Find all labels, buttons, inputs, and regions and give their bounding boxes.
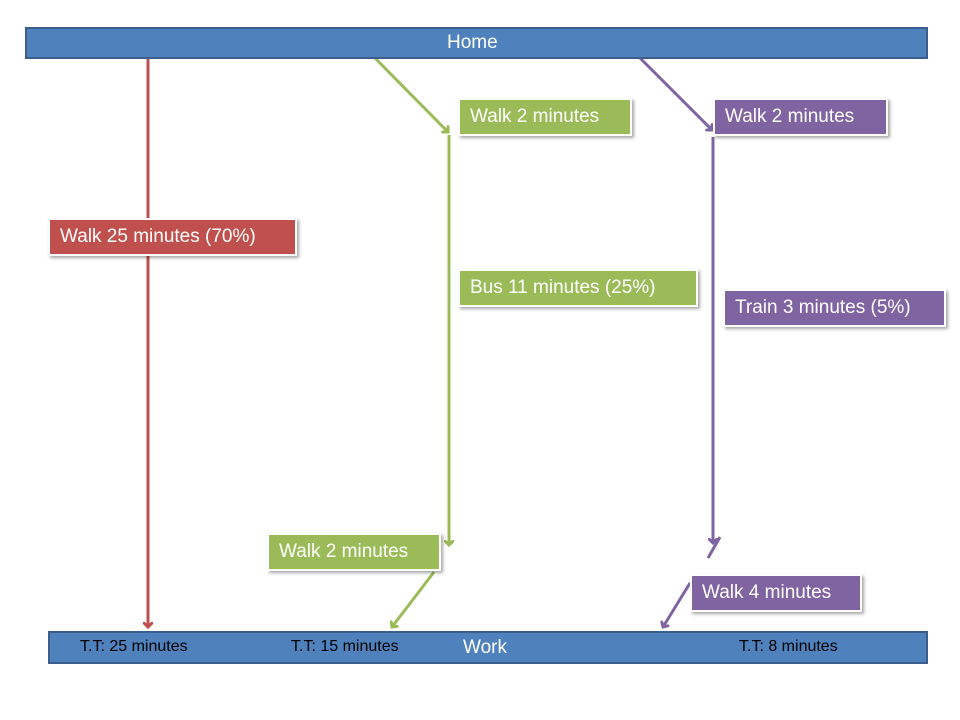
train-walk-from-station-label: Walk 4 minutes bbox=[690, 574, 862, 612]
bus-walk-to-stop-arrow bbox=[373, 56, 448, 132]
bus-walk-to-stop-label: Walk 2 minutes bbox=[458, 98, 632, 136]
train-walk-to-station-arrow bbox=[638, 56, 712, 130]
train-walk-from-station-arrow bbox=[663, 582, 692, 627]
bus-walk-from-stop-arrow bbox=[392, 571, 436, 627]
walk-route-label: Walk 25 minutes (70%) bbox=[48, 218, 297, 256]
bus-ride-label: Bus 11 minutes (25%) bbox=[458, 269, 698, 307]
train-walk-from-station-arrow-upper bbox=[706, 536, 722, 559]
train-ride-label: Train 3 minutes (5%) bbox=[723, 289, 946, 327]
home-bar: Home bbox=[25, 27, 928, 59]
walk-total-time: T.T: 25 minutes bbox=[80, 638, 188, 655]
train-walk-to-station-label: Walk 2 minutes bbox=[713, 98, 888, 136]
train-total-time: T.T: 8 minutes bbox=[739, 638, 838, 655]
work-bar: T.T: 25 minutes T.T: 15 minutes Work T.T… bbox=[48, 631, 928, 664]
bus-walk-from-stop-label: Walk 2 minutes bbox=[267, 533, 441, 571]
work-label: Work bbox=[463, 636, 507, 658]
home-label: Home bbox=[447, 32, 498, 53]
bus-total-time: T.T: 15 minutes bbox=[291, 638, 399, 655]
